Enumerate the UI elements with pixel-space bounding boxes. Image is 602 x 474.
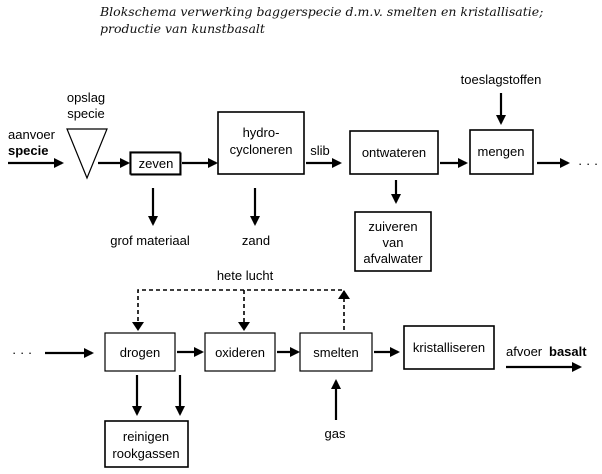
arrowhead-hete-lucht-drogen [132,322,144,331]
node-oxideren [204,332,276,372]
node-opslag-triangle [66,128,108,180]
node-zeven-label: zeven [139,156,174,171]
label-basalt: basalt [549,344,587,359]
label-aanvoer: aanvoer [8,127,56,142]
arrowhead-hete-lucht-smelten [338,290,350,299]
label-ellipsis-right: · · · [578,156,598,171]
node-reinigen [104,420,189,468]
label-hete-lucht: hete lucht [217,268,274,283]
label-afvoer: afvoer [506,344,543,359]
node-oxideren-label: oxideren [215,345,265,360]
label-specie: specie [8,143,48,158]
node-hydro-line2: cycloneren [230,142,293,157]
node-zuiveren-line3: afvalwater [363,251,423,266]
node-zuiveren-line1: zuiveren [368,219,417,234]
label-toeslagstoffen: toeslagstoffen [461,72,542,87]
node-reinigen-line2: rookgassen [112,446,179,461]
node-hydrocycloneren [217,111,305,175]
node-mengen-label: mengen [478,144,525,159]
node-zeven [129,151,181,175]
node-mengen [469,129,534,175]
node-drogen [104,332,176,372]
node-ontwateren [349,130,439,175]
label-zand: zand [242,233,270,248]
node-zeven-shadow [130,152,182,176]
node-opslag-line2: specie [67,106,105,121]
node-smelten [299,332,373,372]
node-smelten-label: smelten [313,345,359,360]
label-ellipsis-left: · · · [12,345,32,360]
node-zuiveren [354,211,432,272]
node-kristalliseren-label: kristalliseren [413,340,485,355]
diagram-caption: Blokschema verwerking baggerspecie d.m.v… [100,4,544,36]
node-reinigen-line1: reinigen [123,429,169,444]
label-grof-materiaal: grof materiaal [110,233,190,248]
node-opslag-line1: opslag [67,90,105,105]
node-ontwateren-label: ontwateren [362,145,426,160]
label-gas: gas [325,426,346,441]
arrowhead-hete-lucht-oxideren [238,322,250,331]
node-drogen-label: drogen [120,345,160,360]
dashed-hete-lucht-path [137,289,345,330]
node-kristalliseren [403,325,495,370]
node-hydro-line1: hydro- [243,125,280,140]
node-zuiveren-line2: van [383,235,404,250]
label-slib: slib [310,143,330,158]
